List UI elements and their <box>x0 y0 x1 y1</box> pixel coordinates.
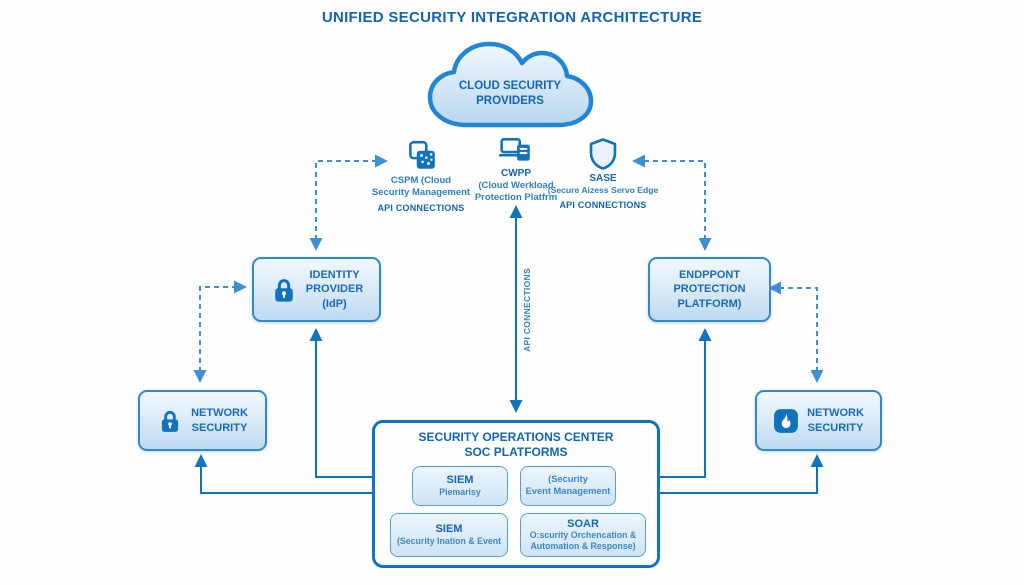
sase-label-line1: (Secure Aizess Servo Edge <box>547 185 659 195</box>
endpoint-protection-box: ENDPPONT PROTECTION PLATFORM) <box>648 257 771 322</box>
cloud-label: CLOUD SECURITY PROVIDERS <box>458 80 562 107</box>
cloud-security-providers: CLOUD SECURITY PROVIDERS <box>420 37 600 133</box>
soar-box: SOAR O:scurity Orchencation & Automation… <box>520 513 646 557</box>
identity-provider-box: IDENTITY PROVIDER (IdP) <box>252 257 381 322</box>
soar-subtitle: O:scurity Orchencation & Automation & Re… <box>529 530 637 552</box>
firewall-flame-icon <box>774 408 798 433</box>
cwpp-label-line2: Protection Platfrm <box>474 191 558 203</box>
siem-top-subtitle: Piemarisy <box>439 486 481 497</box>
identity-provider-label: IDENTITY PROVIDER (IdP) <box>305 269 364 310</box>
page-title: UNIFIED SECURITY INTEGRATION ARCHITECTUR… <box>321 9 703 26</box>
network-security-right-label: NETWORK SECURITY <box>807 407 864 434</box>
siem-bottom-subtitle: (Security Ination & Event <box>396 535 502 546</box>
cwpp-title: CWPP <box>501 168 531 179</box>
api-connections-vertical-label: API CONNECTIONS <box>522 268 532 352</box>
padlock-icon <box>161 410 179 432</box>
cwpp-label-line1: (Cloud Werkload <box>478 180 554 191</box>
network-security-left-label: NETWORK SECURITY <box>191 407 248 434</box>
siem-top-box: SIEM Piemarisy <box>412 466 508 506</box>
siem-top-title: SIEM <box>446 474 474 487</box>
event-management-label: (Security Event Management <box>525 474 611 496</box>
cspm-label-line2: Security Management <box>371 186 471 198</box>
provider-cspm: CSPM (Cloud Security Management API CONN… <box>348 139 494 213</box>
event-management-box: (Security Event Management <box>520 466 616 506</box>
provider-sase: SASE (Secure Aizess Servo Edge API CONNE… <box>528 137 678 210</box>
sase-shield-icon <box>589 138 617 170</box>
connector-networkright-to-epp <box>768 281 824 383</box>
soar-title: SOAR <box>567 517 599 530</box>
network-security-left-box: NETWORK SECURITY <box>138 390 267 451</box>
padlock-icon <box>275 278 293 302</box>
cspm-api-connections-label: API CONNECTIONS <box>377 203 465 214</box>
soc-title: SECURITY OPERATIONS CENTER SOC PLATFORMS <box>418 430 614 459</box>
cwpp-workload-icon <box>499 138 530 161</box>
cspm-dashboard-icon <box>409 140 435 169</box>
cloud-icon <box>427 41 594 128</box>
sase-api-connections-label: API CONNECTIONS <box>559 200 647 211</box>
security-operations-center-box: SECURITY OPERATIONS CENTER SOC PLATFORMS… <box>372 420 660 568</box>
siem-bottom-box: SIEM (Security Ination & Event <box>390 513 508 557</box>
connector-networkleft-to-idp <box>193 280 247 383</box>
siem-bottom-title: SIEM <box>435 523 463 536</box>
endpoint-protection-label: ENDPPONT PROTECTION PLATFORM) <box>673 269 746 310</box>
sase-title: SASE <box>589 173 617 184</box>
cspm-label-line1: CSPM (Cloud <box>390 175 452 186</box>
network-security-right-box: NETWORK SECURITY <box>755 390 882 451</box>
provider-cwpp: CWPP (Cloud Werkload Protection Platfrm <box>455 136 577 203</box>
